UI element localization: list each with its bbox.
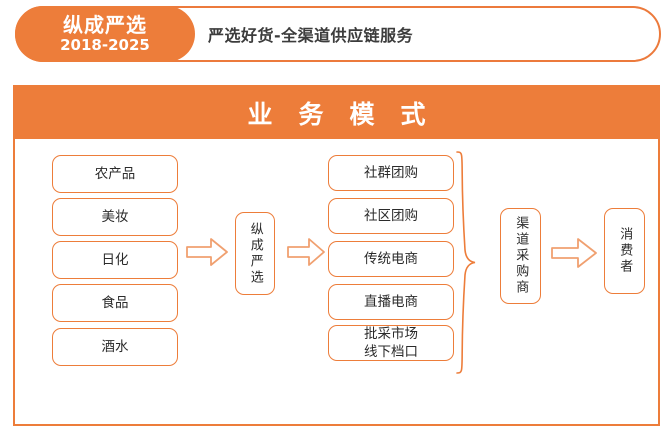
- arrow-right-icon: [287, 238, 325, 266]
- channel-box[interactable]: 社群团购: [328, 155, 454, 191]
- brand-badge-years: 2018-2025: [60, 36, 150, 54]
- channel-box[interactable]: 传统电商: [328, 241, 454, 277]
- curly-brace: [455, 150, 477, 375]
- channel-box[interactable]: 社区团购: [328, 198, 454, 234]
- brand-badge: 纵成严选 2018-2025: [15, 6, 195, 62]
- category-box[interactable]: 酒水: [52, 328, 178, 366]
- brand-badge-title: 纵成严选: [63, 13, 147, 37]
- arrow-right-icon: [551, 238, 597, 268]
- category-box[interactable]: 食品: [52, 284, 178, 322]
- channel-box[interactable]: 直播电商: [328, 284, 454, 320]
- diagram-frame: 业务模式: [13, 85, 660, 426]
- channel-box-line2: 线下档口: [364, 344, 418, 360]
- arrow-right-icon: [186, 238, 228, 266]
- channel-box[interactable]: 批采市场 线下档口: [328, 325, 454, 361]
- buyer-box[interactable]: 渠道采购商: [500, 208, 541, 304]
- consumer-box[interactable]: 消费者: [604, 208, 645, 294]
- header-subtitle: 严选好货-全渠道供应链服务: [208, 26, 414, 45]
- category-box[interactable]: 美妆: [52, 198, 178, 236]
- hub-box[interactable]: 纵成严选: [235, 212, 275, 295]
- diagram-title: 业务模式: [15, 87, 658, 139]
- category-box[interactable]: 农产品: [52, 155, 178, 193]
- channel-box-line1: 批采市场: [364, 325, 418, 342]
- category-box[interactable]: 日化: [52, 241, 178, 279]
